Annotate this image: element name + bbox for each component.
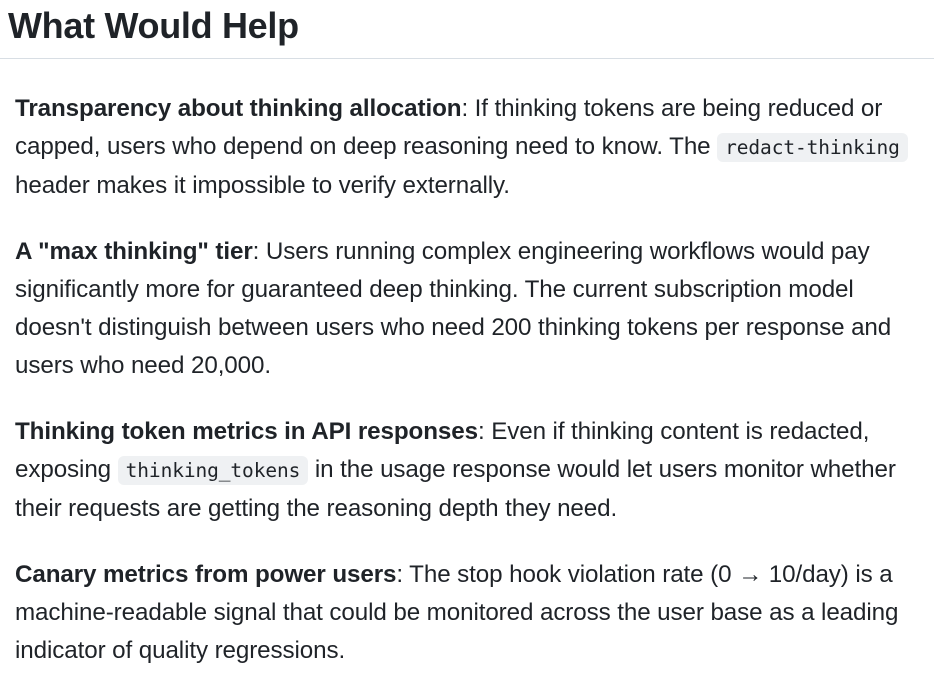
heading-divider <box>0 58 934 59</box>
paragraph-text: : The stop hook violation rate (0 → 10/d… <box>15 561 899 664</box>
paragraph-max-thinking-tier: A "max thinking" tier: Users running com… <box>15 233 934 385</box>
document: What Would Help Transparency about think… <box>0 5 934 670</box>
term-canary-metrics: Canary metrics from power users <box>15 561 397 588</box>
paragraph-text: : Even if thinking content is redacted, … <box>15 418 870 483</box>
paragraph-token-metrics: Thinking token metrics in API responses:… <box>15 413 934 528</box>
paragraph-transparency: Transparency about thinking allocation: … <box>15 90 934 205</box>
paragraph-text: header makes it impossible to verify ext… <box>15 172 510 199</box>
term-max-thinking-tier: A "max thinking" tier <box>15 238 253 265</box>
paragraph-text: : Users running complex engineering work… <box>15 238 892 379</box>
term-transparency: Transparency about thinking allocation <box>15 95 462 122</box>
inline-code-thinking-tokens: thinking_tokens <box>117 456 309 485</box>
section-heading: What Would Help <box>8 5 299 46</box>
paragraph-canary-metrics: Canary metrics from power users: The sto… <box>15 556 934 670</box>
term-token-metrics: Thinking token metrics in API responses <box>15 418 478 445</box>
paragraph-text: : If thinking tokens are being reduced o… <box>15 95 883 160</box>
inline-code-redact-thinking: redact-thinking <box>717 133 908 162</box>
paragraph-text: in the usage response would let users mo… <box>15 456 896 522</box>
